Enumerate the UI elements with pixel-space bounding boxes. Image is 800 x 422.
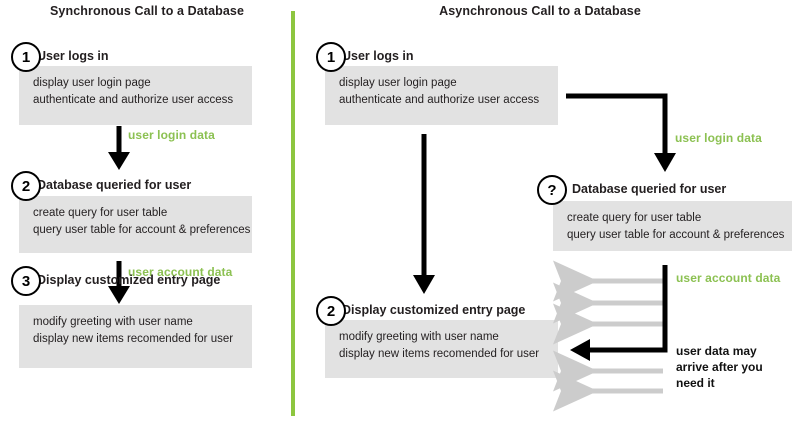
left-step-2-detail-box: create query for user table query user t…: [19, 196, 252, 253]
detail-line: authenticate and authorize user access: [33, 94, 234, 106]
right-step-2-heading: Display customized entry page: [342, 303, 526, 317]
note-line: arrive after you: [676, 360, 763, 374]
left-step-3-marker: 3: [11, 266, 41, 296]
note-line: user data may: [676, 344, 757, 358]
right-panel-title: Asynchronous Call to a Database: [439, 4, 641, 18]
callback-arrow-black: [570, 265, 668, 361]
async-warning-note: user data may arrive after you need it: [676, 343, 763, 391]
detail-line: modify greeting with user name: [33, 316, 193, 328]
detail-line: create query for user table: [33, 207, 168, 219]
detail-line: authenticate and authorize user access: [339, 94, 540, 106]
left-step-1-heading: User logs in: [37, 49, 109, 63]
right-step-q-heading: Database queried for user: [572, 182, 727, 196]
left-step-1-marker: 1: [11, 42, 41, 72]
detail-line: display new items recomended for user: [339, 348, 540, 360]
left-step-3-heading: Display customized entry page: [37, 273, 221, 287]
right-flow-label-1: user login data: [675, 131, 762, 145]
panel-divider: [291, 11, 295, 416]
right-arrow-main: [413, 134, 435, 294]
detail-line: display user login page: [33, 77, 151, 89]
right-step-1-detail-box: display user login page authenticate and…: [325, 66, 558, 125]
detail-line: display user login page: [339, 77, 457, 89]
detail-line: modify greeting with user name: [339, 331, 499, 343]
left-step-1-detail-box: display user login page authenticate and…: [19, 66, 252, 125]
right-step-2-detail-box: modify greeting with user name display n…: [325, 320, 558, 378]
left-panel-title: Synchronous Call to a Database: [49, 4, 245, 18]
right-arrow-to-database: [566, 93, 676, 172]
note-line: need it: [676, 376, 715, 390]
detail-line: query user table for account & preferenc…: [33, 224, 251, 236]
left-flow-label-2: user account data: [128, 265, 233, 279]
right-step-q-detail-box: create query for user table query user t…: [553, 201, 792, 251]
detail-line: display new items recomended for user: [33, 333, 234, 345]
left-step-2-heading: Database queried for user: [37, 178, 192, 192]
right-step-1-marker: 1: [316, 42, 346, 72]
right-step-1-heading: User logs in: [342, 49, 414, 63]
detail-line: create query for user table: [567, 212, 702, 224]
left-step-3-detail-box: modify greeting with user name display n…: [19, 305, 252, 368]
left-flow-label-1: user login data: [128, 128, 215, 142]
left-step-2-marker: 2: [11, 171, 41, 201]
right-flow-label-2: user account data: [676, 271, 781, 285]
right-step-2-marker: 2: [316, 296, 346, 326]
right-step-q-marker: ?: [537, 175, 567, 205]
detail-line: query user table for account & preferenc…: [567, 229, 785, 241]
left-arrow-1: [108, 126, 130, 170]
